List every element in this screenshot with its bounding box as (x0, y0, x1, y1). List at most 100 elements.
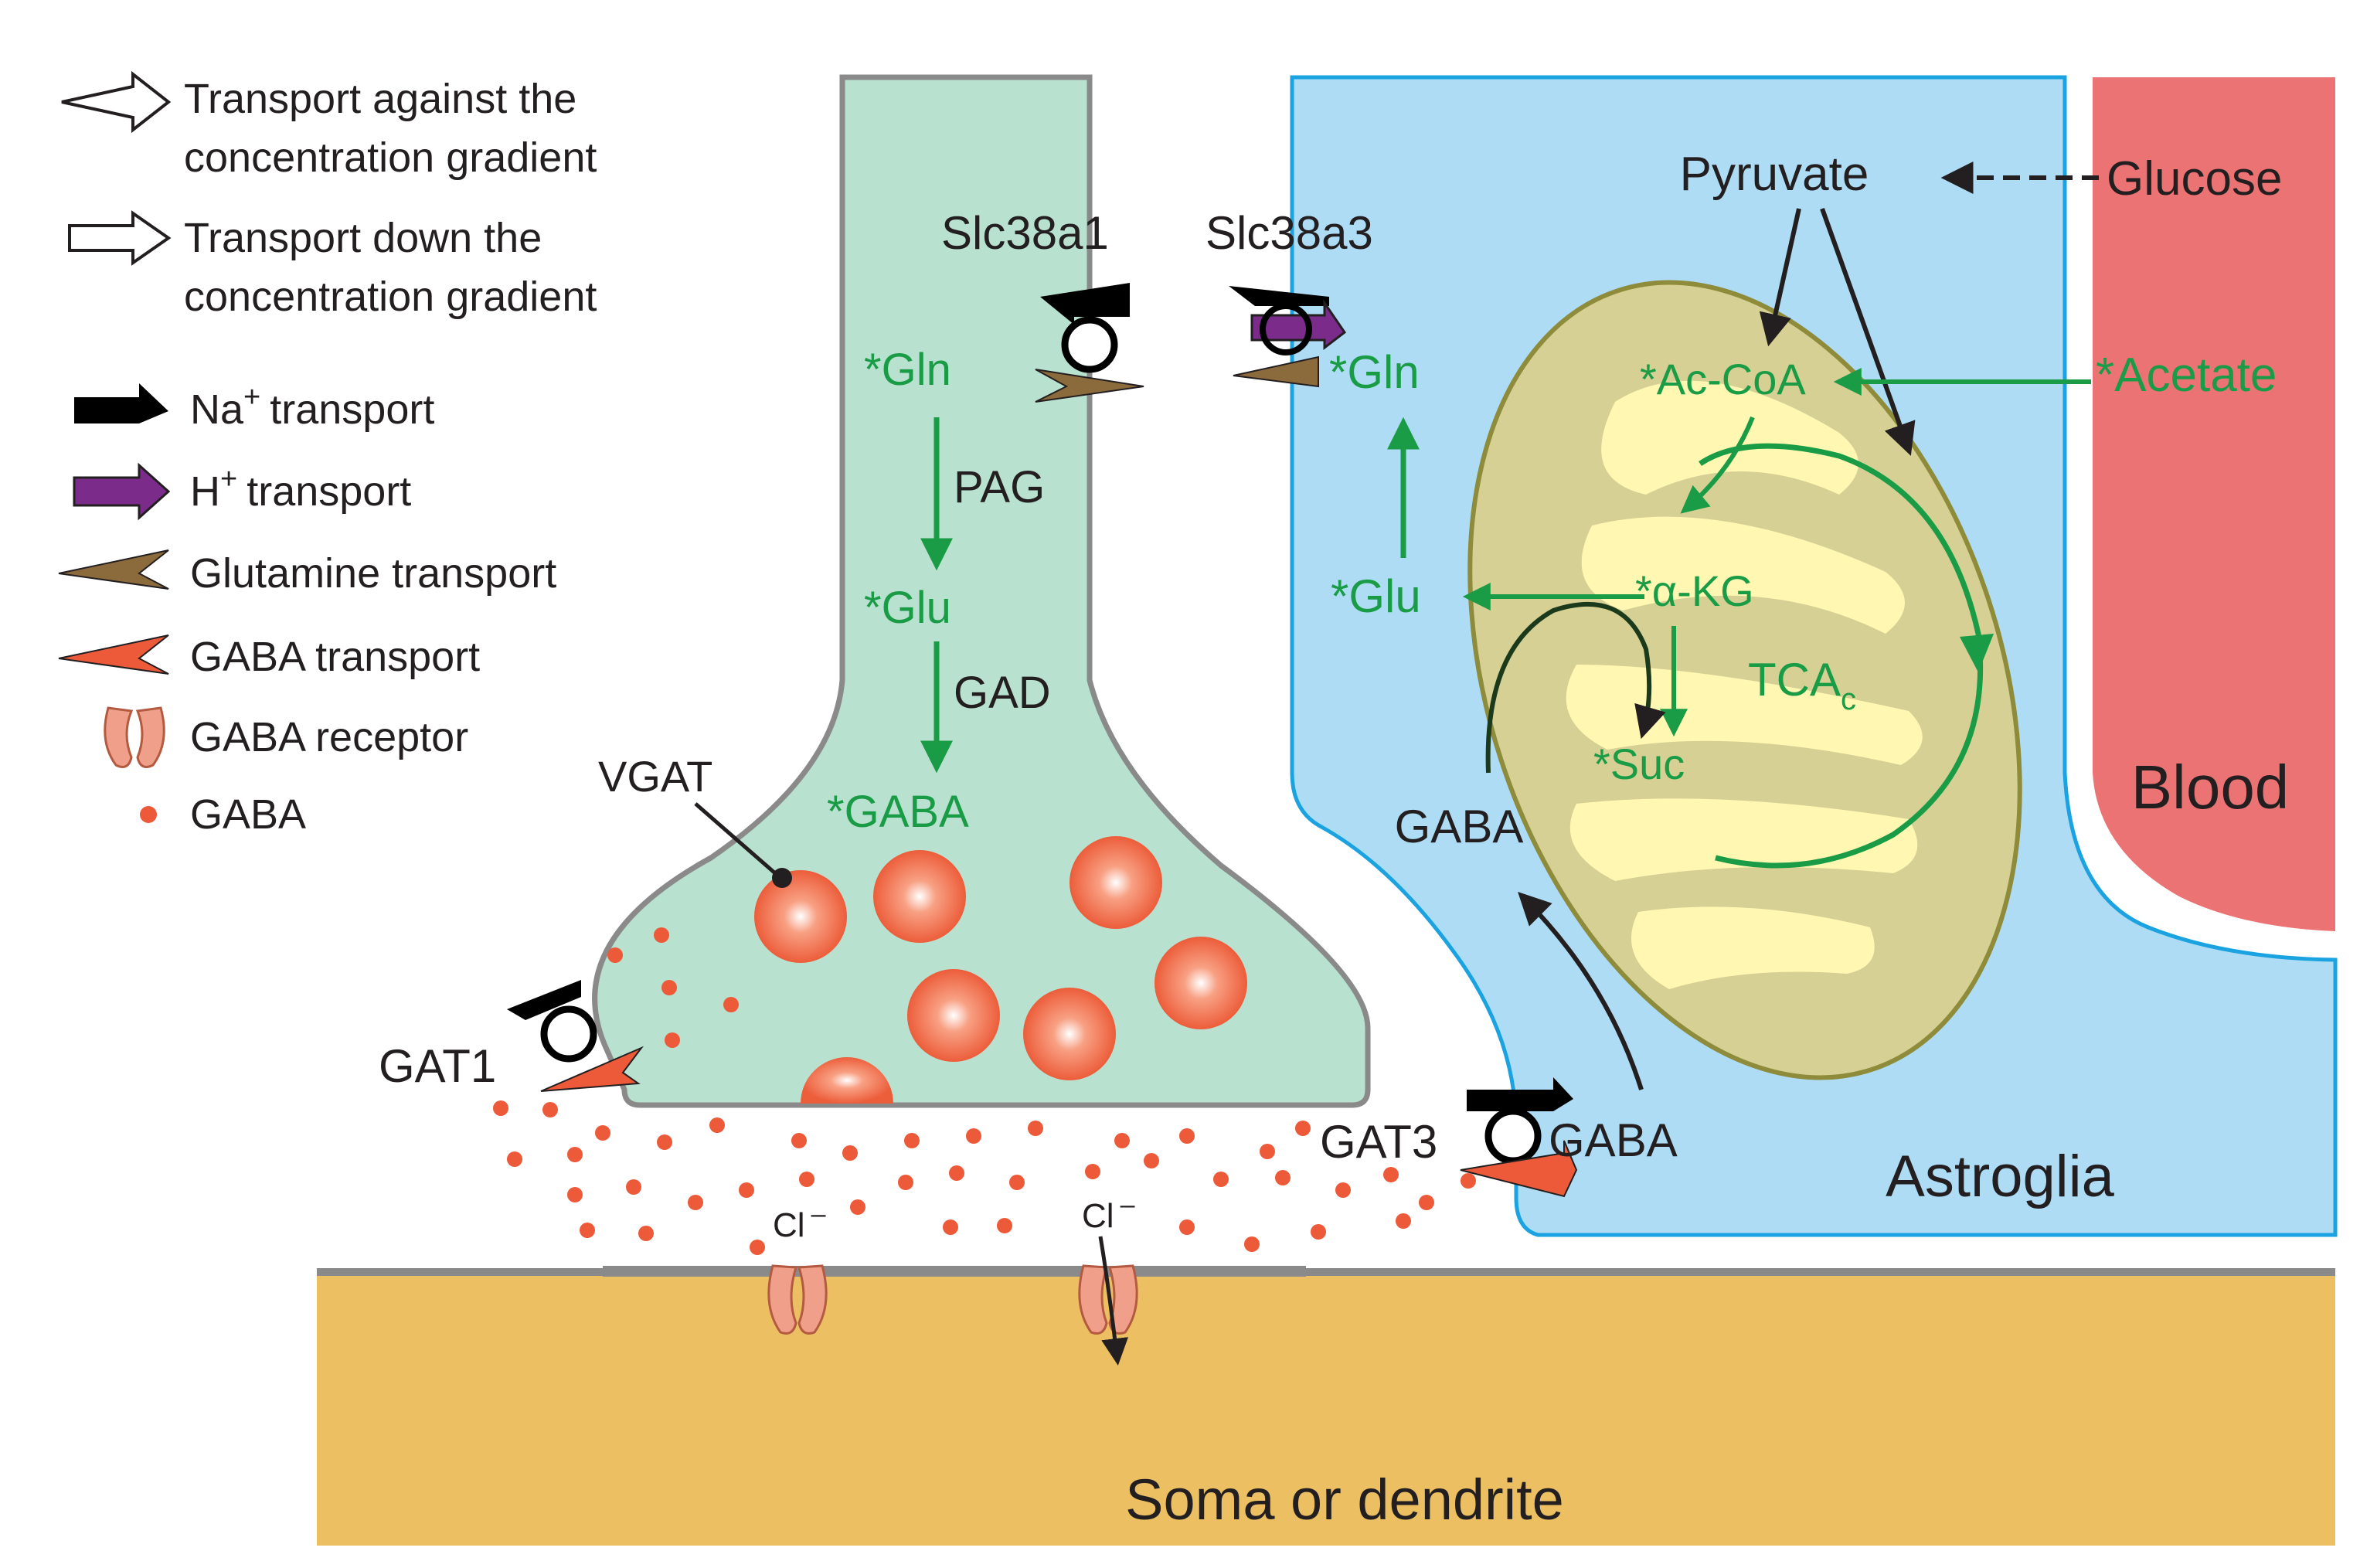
suc-label: *Suc (1593, 740, 1685, 788)
gaba-dot-icon (750, 1240, 765, 1255)
gaba-dot-icon (966, 1128, 981, 1144)
legend-against-line1: Transport against the (184, 76, 576, 122)
gaba-dot-icon (1275, 1170, 1291, 1185)
legend-gaba-receptor: GABA receptor (190, 714, 468, 760)
transporter-ring-icon (1061, 316, 1118, 373)
gaba-dot-icon (567, 1147, 583, 1162)
na-arrow-icon (507, 980, 581, 1020)
gat3-label: GAT3 (1320, 1116, 1437, 1168)
gaba-dot-icon (595, 1125, 610, 1141)
legend-gaba-transport: GABA transport (190, 634, 480, 680)
gaba-dot-icon (1179, 1219, 1195, 1235)
gaba-dot-icon (949, 1165, 964, 1181)
gaba-dot-icon (140, 806, 157, 823)
soma-label: Soma or dendrite (1125, 1468, 1564, 1532)
pyruvate-label: Pyruvate (1680, 148, 1869, 201)
gaba-dot-icon (665, 1032, 680, 1048)
neuron-glu: *Glu (864, 583, 951, 633)
legend-na: Na+transport (190, 381, 434, 433)
na-arrow-icon (1467, 1077, 1573, 1111)
slc38a3-label: Slc38a3 (1206, 207, 1373, 259)
hollow-arrow-icon (61, 70, 172, 134)
gaba-dot-icon (661, 980, 677, 995)
gaba-dot-icon (1244, 1236, 1260, 1252)
gaba-dot-icon (1461, 1173, 1476, 1189)
tca-label: TCAc (1748, 654, 1856, 716)
transporter-ring-icon (1484, 1107, 1542, 1165)
gaba-dot-icon (1383, 1167, 1399, 1182)
gaba-dot-icon (567, 1187, 583, 1202)
cl-influx-arrow (1098, 1236, 1129, 1366)
h-arrow-icon (73, 462, 171, 521)
akg-label: *α-KG (1635, 566, 1754, 615)
gaba-dot-icon (1213, 1172, 1229, 1187)
slc38a1-label: Slc38a1 (941, 207, 1109, 259)
gaba-dot-icon (580, 1223, 595, 1238)
na-arrow-icon (74, 383, 168, 423)
gaba-dot-icon (723, 997, 739, 1012)
pyruvate-to-tca-arrow (1820, 207, 1916, 456)
legend-h: H+transport (190, 463, 411, 515)
vesicle-icon (801, 1057, 893, 1104)
gaba-dot-icon (1396, 1213, 1411, 1229)
vgat-pointer (694, 802, 782, 879)
gaba-dot-icon (791, 1133, 807, 1148)
gaba-dot-icon (1260, 1144, 1275, 1159)
accoa-to-akg-arrow (1680, 416, 1755, 514)
mitochondrion-cristae (1566, 380, 1923, 989)
gat1-label: GAT1 (379, 1040, 496, 1092)
gaba-dot-icon (739, 1182, 754, 1198)
vesicles (754, 836, 1247, 1104)
gaba-arrow-icon (540, 1046, 644, 1092)
vesicle-icon (754, 870, 847, 963)
neuron-terminal (592, 74, 1371, 1108)
gaba-dot-icon (1311, 1224, 1326, 1240)
vesicle-icon (1069, 836, 1162, 929)
legend-against-line2: concentration gradient (184, 134, 597, 181)
astro-gln-label: *Gln (1329, 346, 1420, 398)
gad-label: GAD (954, 668, 1051, 718)
vesicle-icon (907, 969, 1000, 1062)
gaba-arrow-icon (1460, 1140, 1578, 1198)
astro-glu-label: *Glu (1331, 570, 1421, 622)
glutamine-arrow-icon (1035, 369, 1144, 403)
transporter-ring-icon (1260, 303, 1312, 355)
gaba-receptor-icon (1078, 1264, 1138, 1335)
pyruvate-to-accoa-arrow (1759, 208, 1801, 347)
astro-gaba-label: GABA (1395, 801, 1524, 852)
gaba-dot-icon (1144, 1153, 1159, 1168)
gaba-dot-icon (657, 1134, 672, 1150)
legend: Transport against the concentration grad… (58, 70, 597, 838)
gaba-dot-icon (654, 927, 669, 943)
legend-glutamine: Glutamine transport (190, 550, 556, 597)
cl-label-right: Cl– (1082, 1190, 1135, 1235)
postsynaptic-density (603, 1266, 1306, 1277)
gaba-dot-icon (1028, 1121, 1043, 1136)
legend-down-line1: Transport down the (184, 215, 542, 261)
gaba-dot-icon (1335, 1182, 1351, 1198)
glutamine-arrow-icon (58, 549, 169, 590)
gat3-gaba-to-gaba-arrow (1518, 892, 1644, 1090)
gaba-dot-icon (850, 1199, 865, 1215)
gaba-dot-icon (638, 1226, 654, 1241)
vesicle-icon (873, 850, 966, 943)
gaba-dot-icon (493, 1100, 508, 1116)
gaba-dot-icon (997, 1218, 1012, 1233)
synaptic-gaba (493, 927, 1476, 1255)
gaba-dot-icon (507, 1151, 522, 1167)
vesicle-icon (1154, 937, 1247, 1029)
gaba-dot-icon (626, 1179, 641, 1195)
blood-vessel (2093, 77, 2335, 931)
soma-region (317, 1269, 2335, 1546)
vesicle-icon (1023, 988, 1116, 1080)
legend-down-line2: concentration gradient (184, 274, 597, 320)
transporter-ring-icon (540, 1005, 597, 1063)
gaba-dot-icon (688, 1195, 703, 1210)
gaba-dot-icon (1009, 1175, 1025, 1190)
gaba-dot-icon (607, 947, 623, 963)
gaba-arrow-icon (58, 634, 169, 675)
gaba-dot-icon (943, 1219, 958, 1235)
neuron-gln: *Gln (864, 345, 951, 395)
